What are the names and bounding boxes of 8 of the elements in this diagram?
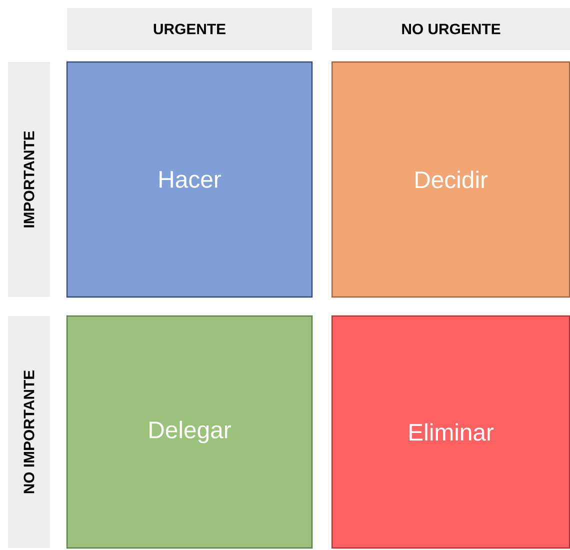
quadrant-box: Decidir	[331, 61, 570, 298]
quadrant-box: Delegar	[66, 315, 313, 549]
row-header: IMPORTANTE	[8, 62, 50, 297]
row-header: NO IMPORTANTE	[8, 316, 50, 548]
quadrant-box: Eliminar	[331, 315, 570, 549]
quadrant-box: Hacer	[66, 61, 313, 298]
column-header: NO URGENTE	[332, 8, 570, 50]
column-header: URGENTE	[67, 8, 312, 50]
